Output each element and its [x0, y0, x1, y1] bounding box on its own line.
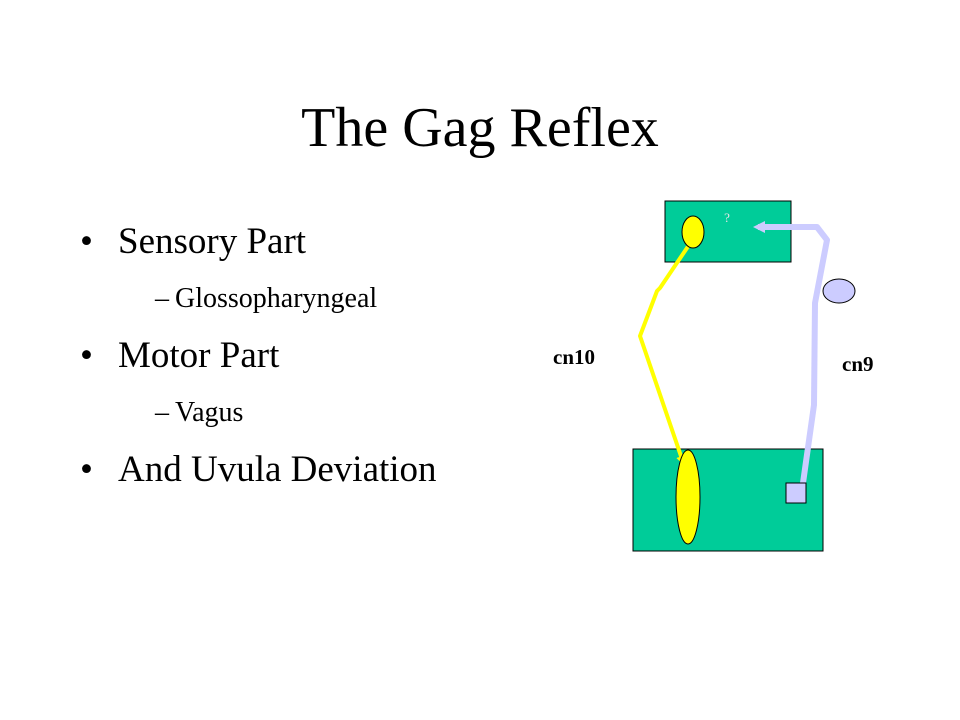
bullet-marker: • — [80, 449, 93, 490]
bullet-text: Motor Part — [118, 335, 280, 376]
bullet-motor-part: • Motor Part — [80, 334, 279, 377]
glossopharyngeal-sensory-path — [753, 221, 830, 484]
bullet-text: And Uvula Deviation — [118, 449, 437, 490]
uvula-muscle — [675, 449, 701, 545]
brainstem-question-label: ? — [724, 210, 730, 225]
bullet-text: Sensory Part — [118, 221, 307, 262]
bullet-marker: • — [80, 221, 93, 262]
bullet-glossopharyngeal: –Glossopharyngeal — [155, 283, 377, 315]
bullet-sensory-part: • Sensory Part — [80, 220, 306, 263]
bullet-text: Vagus — [175, 397, 244, 428]
vagus-nucleus — [681, 215, 705, 249]
bullet-uvula-deviation: • And Uvula Deviation — [80, 448, 437, 491]
bullet-text: Glossopharyngeal — [175, 283, 378, 314]
sensory-receptor — [785, 482, 807, 504]
bullet-marker: • — [80, 335, 93, 376]
cn10-label: cn10 — [553, 345, 595, 369]
bullet-vagus: –Vagus — [155, 397, 243, 429]
slide-title: The Gag Reflex — [301, 97, 659, 159]
cn9-label: cn9 — [842, 352, 874, 376]
bullet-marker: – — [155, 283, 169, 314]
glossopharyngeal-ganglion — [822, 278, 856, 304]
vagus-motor-path — [638, 243, 691, 466]
bullet-marker: – — [155, 397, 169, 428]
